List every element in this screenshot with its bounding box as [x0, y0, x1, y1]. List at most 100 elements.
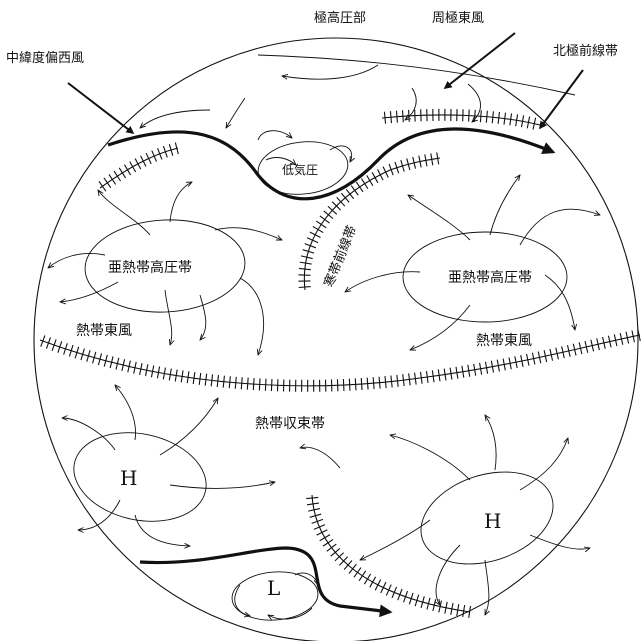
front-tick	[192, 372, 196, 385]
front-tick	[270, 379, 273, 392]
wind-arrow	[140, 109, 211, 128]
front-tick	[313, 524, 326, 530]
front-tick	[397, 588, 403, 601]
front-tick	[502, 358, 506, 371]
front-tick	[394, 161, 400, 174]
wind-arrow	[134, 514, 190, 546]
front-tick	[371, 172, 379, 184]
front-tick	[45, 337, 51, 349]
polar-front-line	[381, 108, 541, 130]
wind-arrow	[390, 435, 471, 481]
front-tick	[345, 188, 355, 200]
front-tick	[312, 225, 324, 234]
front-tick	[543, 350, 548, 363]
front-tick	[479, 362, 483, 375]
front-tick	[412, 156, 417, 169]
front-tick	[561, 346, 565, 359]
front-tick	[309, 513, 322, 518]
cold-front-line	[298, 152, 441, 291]
wind-arrow	[78, 499, 121, 530]
front-tick	[204, 373, 208, 386]
front-tick	[240, 377, 243, 390]
front-tick	[51, 339, 57, 351]
front-tick	[430, 153, 434, 166]
front-tick	[602, 336, 606, 349]
subtropical-high-right-ellipse	[402, 231, 568, 323]
polar-front-label: 北極前線帯	[553, 43, 618, 59]
front-tick	[300, 255, 313, 260]
front-tick	[340, 192, 350, 203]
wind-arrow	[519, 208, 600, 246]
subtropical-high-left-ellipse	[84, 219, 246, 313]
front-tick	[354, 378, 357, 391]
front-tick	[514, 356, 518, 369]
wind-arrow	[62, 418, 116, 451]
front-tick	[103, 177, 112, 189]
front-tick	[127, 360, 131, 373]
front-tick	[63, 343, 68, 355]
front-tick	[302, 249, 315, 254]
front-tick	[353, 567, 362, 578]
front-tick	[566, 344, 571, 357]
front-tick	[491, 111, 494, 124]
front-tick	[369, 576, 377, 588]
south-front-line	[306, 494, 472, 618]
front-tick	[327, 205, 338, 215]
wind-arrow	[169, 482, 275, 489]
front-tick	[468, 605, 472, 618]
front-tick	[537, 351, 542, 364]
front-tick	[503, 112, 507, 125]
front-tick	[57, 341, 63, 353]
front-tick	[420, 596, 425, 609]
front-tick	[186, 371, 190, 384]
front-tick	[342, 378, 345, 392]
wind-arrow	[300, 447, 341, 469]
front-tick	[572, 343, 577, 356]
front-tick	[479, 110, 482, 123]
front-tick	[264, 378, 267, 391]
front-tick	[92, 351, 97, 364]
front-tick	[380, 581, 387, 594]
front-tick	[619, 332, 624, 345]
front-tick	[108, 174, 117, 185]
wind-arrow	[200, 294, 207, 340]
front-tick	[299, 261, 312, 265]
itcz-label: 熱帯収束帯	[255, 416, 325, 432]
front-tick	[584, 340, 589, 353]
wind-arrow	[169, 182, 192, 223]
front-tick	[509, 113, 513, 126]
front-tick	[322, 538, 334, 547]
front-tick	[115, 357, 120, 370]
front-tick	[210, 374, 214, 387]
front-tick	[625, 331, 630, 344]
front-tick	[590, 339, 595, 352]
polar-high-boundary	[257, 54, 576, 96]
wind-arrow	[294, 572, 318, 585]
front-tick	[252, 378, 255, 391]
front-tick	[496, 359, 500, 372]
front-tick	[198, 372, 202, 385]
front-tick	[350, 185, 359, 196]
front-tick	[377, 169, 384, 181]
wind-arrow	[214, 227, 282, 240]
front-tick	[162, 367, 166, 380]
front-tick	[323, 210, 334, 220]
front-tick	[455, 366, 459, 379]
low-north-ellipse	[257, 141, 349, 195]
itcz-line	[39, 329, 641, 392]
front-tick	[339, 556, 349, 566]
trade-winds-right-label: 熱帯東風	[476, 333, 532, 349]
wind-arrow	[282, 64, 379, 79]
front-tick	[419, 371, 423, 384]
high-sw-label: H	[120, 466, 137, 490]
front-tick	[391, 586, 398, 599]
front-tick	[145, 152, 152, 165]
front-tick	[607, 335, 612, 348]
wind-arrow	[408, 195, 471, 241]
front-tick	[162, 145, 168, 158]
front-tick	[316, 529, 328, 536]
westerlies-pointer	[67, 82, 135, 134]
front-tick	[258, 378, 261, 391]
front-tick	[113, 170, 122, 182]
wind-arrow	[329, 145, 352, 162]
